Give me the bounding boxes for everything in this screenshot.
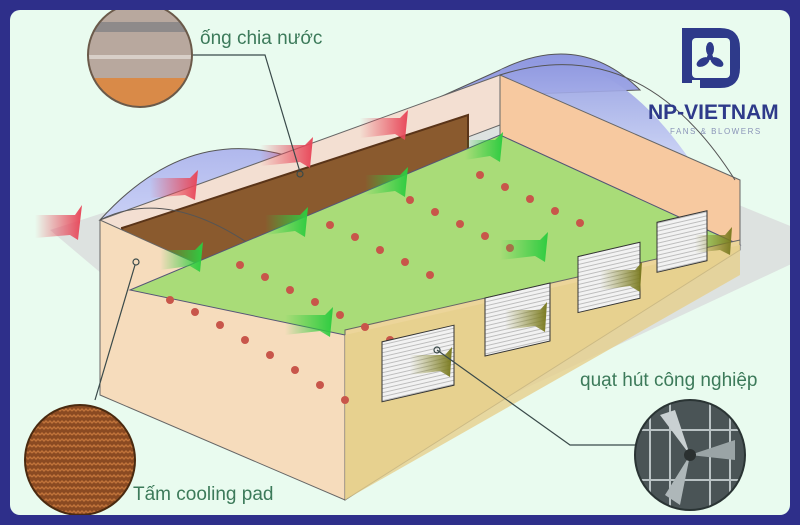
exhaust-arrows	[410, 227, 732, 377]
fan-in-p-logo-icon	[682, 28, 740, 88]
cool-air-arrows	[160, 132, 548, 337]
cooling-pad-label: Tấm cooling pad	[133, 484, 274, 505]
plant-rows	[166, 171, 584, 404]
water-pipe-closeup	[88, 10, 192, 107]
exhaust-fan-label: quạt hút công nghiệp	[580, 370, 758, 391]
callout-lines	[94, 54, 640, 446]
hot-air-arrows	[35, 110, 408, 240]
greenhouse-illustration	[24, 10, 790, 515]
brand-name: NP-VIETNAM	[648, 101, 779, 124]
diagram-canvas: ống chia nước Tấm cooling pad quạt hút c…	[10, 10, 790, 515]
brand-tagline: FANS & BLOWERS	[670, 127, 762, 136]
cooling-pad-texture-closeup	[25, 405, 135, 515]
water-pipe-label: ống chia nước	[200, 28, 323, 49]
exhaust-fan-closeup	[635, 400, 745, 510]
